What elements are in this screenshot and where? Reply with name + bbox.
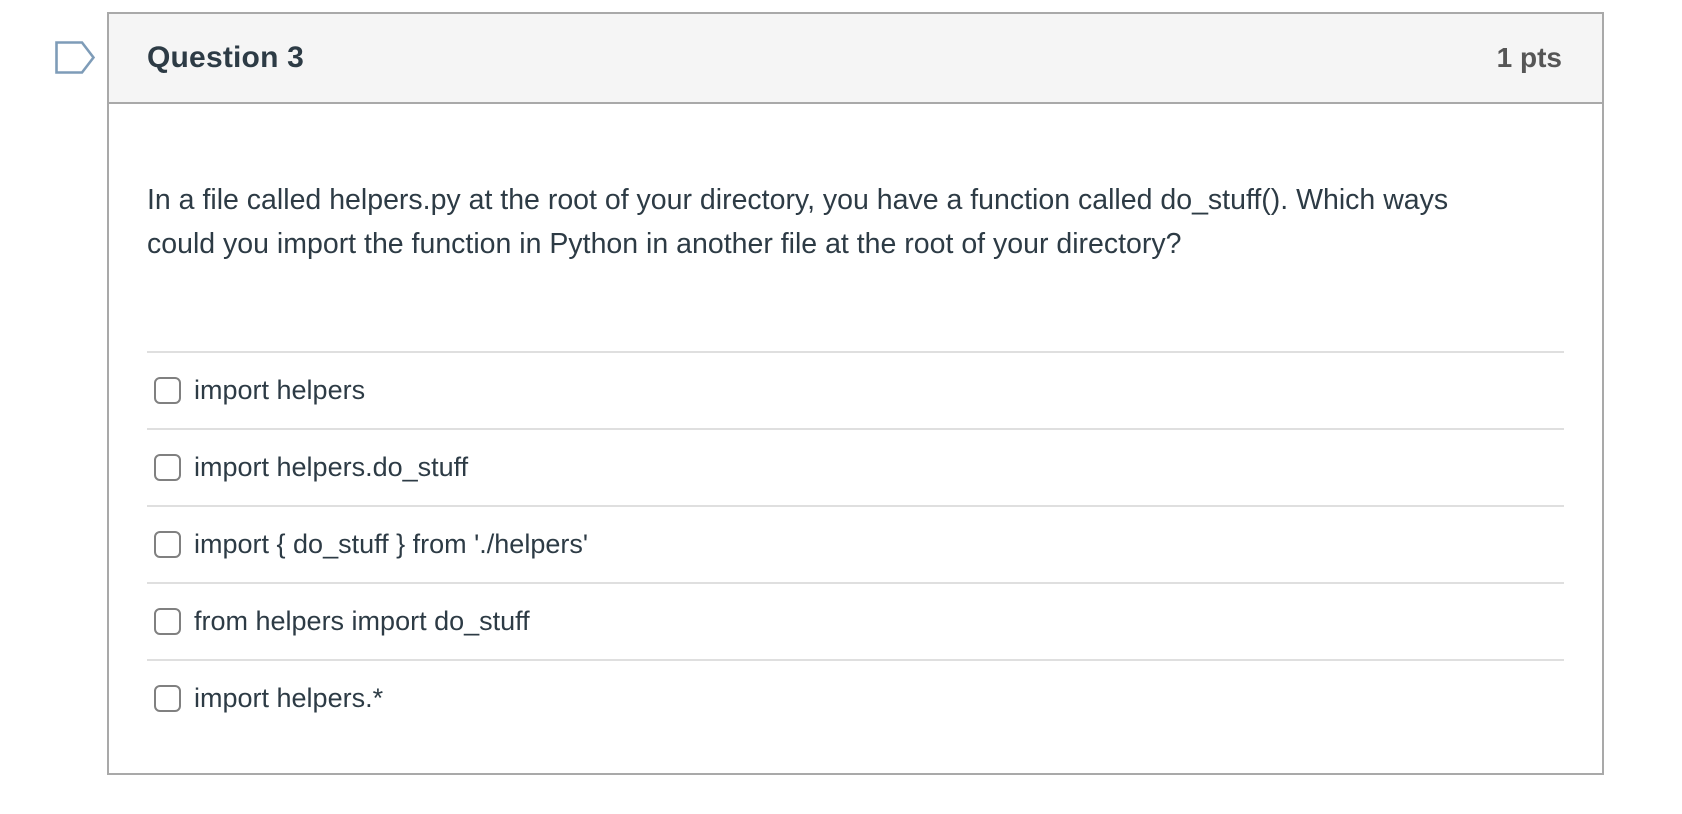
question-title: Question 3	[147, 41, 305, 74]
question-body: In a file called helpers.py at the root …	[109, 178, 1602, 736]
answer-option-label: from helpers import do_stuff	[194, 606, 530, 636]
answer-checkbox[interactable]	[154, 608, 181, 635]
answer-option-row[interactable]: import { do_stuff } from './helpers'	[147, 505, 1564, 582]
answer-checkbox[interactable]	[154, 531, 181, 558]
answer-checkbox[interactable]	[154, 377, 181, 404]
question-points-badge: 1 pts	[1496, 42, 1562, 73]
answer-option-row[interactable]: import helpers.do_stuff	[147, 428, 1564, 505]
question-header: Question 3 1 pts	[109, 14, 1602, 104]
answer-option-label: import helpers	[194, 375, 366, 405]
answer-option-row[interactable]: from helpers import do_stuff	[147, 582, 1564, 659]
question-card: Question 3 1 pts In a file called helper…	[107, 12, 1604, 775]
answer-option-label: import helpers.*	[194, 683, 384, 713]
answer-option-label: import { do_stuff } from './helpers'	[194, 529, 589, 559]
answer-checkbox[interactable]	[154, 454, 181, 481]
answer-options-list: import helpers import helpers.do_stuff i…	[147, 351, 1564, 736]
question-flag-icon[interactable]	[55, 41, 95, 74]
question-prompt: In a file called helpers.py at the root …	[147, 184, 1449, 260]
answer-option-row[interactable]: import helpers.*	[147, 659, 1564, 736]
answer-checkbox[interactable]	[154, 685, 181, 712]
flag-pennant-icon	[55, 41, 95, 74]
answer-option-label: import helpers.do_stuff	[194, 452, 469, 482]
answer-option-row[interactable]: import helpers	[147, 351, 1564, 428]
